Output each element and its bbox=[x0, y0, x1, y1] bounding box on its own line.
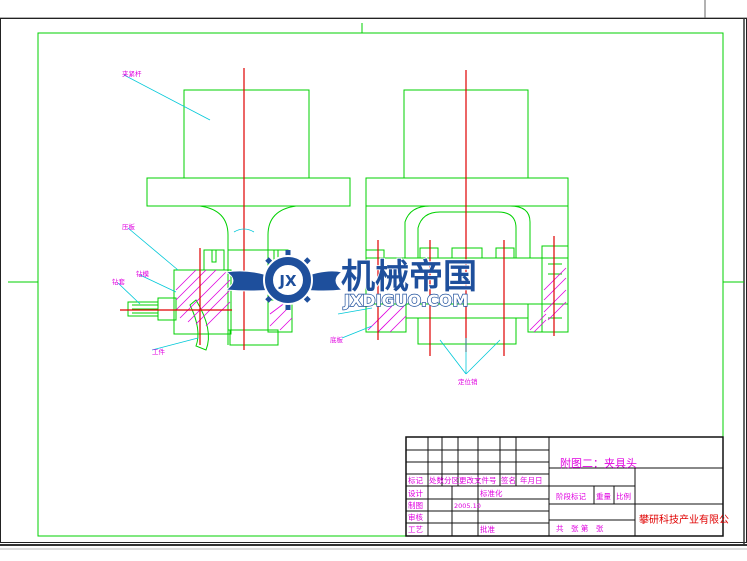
callout-label: 钻模 bbox=[136, 269, 150, 278]
tb-label-scale: 比例 bbox=[616, 491, 631, 501]
callout-label: 压板 bbox=[122, 222, 136, 231]
title-block-grid bbox=[405, 436, 724, 537]
watermark-name: 机械帝国 bbox=[341, 257, 477, 297]
left-view-leaders bbox=[117, 74, 255, 351]
right-view-centerlines bbox=[377, 70, 555, 356]
tb-label-process: 工艺 bbox=[408, 525, 423, 534]
callout-label: 钻套 bbox=[112, 277, 126, 286]
right-view-hatch bbox=[367, 267, 567, 333]
tb-label-standardize: 标准化 bbox=[480, 488, 503, 498]
tb-date-value: 2005.10 bbox=[454, 502, 481, 510]
callout-label: 定位销 bbox=[458, 377, 478, 386]
tb-label-approve: 批准 bbox=[480, 524, 495, 534]
drawing-frame bbox=[8, 23, 744, 537]
title-block: 标记 处数 分区 更改文件号 签名 年月日 设计 标准化 制图 2005.10 … bbox=[405, 436, 729, 537]
left-view-outline bbox=[127, 89, 351, 351]
right-view-leaders bbox=[337, 307, 501, 375]
tb-label-change-doc: 更改文件号 bbox=[459, 475, 497, 485]
tb-label-review: 审核 bbox=[408, 512, 423, 522]
tb-label-drawing: 制图 bbox=[408, 500, 423, 510]
tb-label-mark: 标记 bbox=[408, 475, 423, 485]
tb-label-stage: 阶段标记 bbox=[556, 491, 586, 501]
callout-label: 夹紧杆 bbox=[122, 69, 142, 78]
tb-sheet-label: 共 张 第 张 bbox=[556, 523, 604, 533]
watermark-logo: JX bbox=[224, 250, 344, 310]
tb-label-sign: 签名 bbox=[501, 475, 516, 485]
tb-label-design: 设计 bbox=[408, 488, 423, 498]
tb-label-date: 年月日 bbox=[520, 475, 543, 485]
logo-letters: JX bbox=[278, 272, 297, 290]
right-view-outline bbox=[365, 89, 569, 345]
callout-label: 工件 bbox=[152, 347, 166, 356]
callout-labels: 夹紧杆 压板 钻模 钻套 工件 底板 定位销 bbox=[112, 69, 478, 386]
left-view-centerlines bbox=[120, 68, 245, 350]
right-view bbox=[337, 70, 569, 375]
tb-label-weight: 重量 bbox=[596, 492, 611, 501]
watermark-domain: JXDIGUO.COM bbox=[343, 291, 468, 310]
drawing-title: 附图二：夹具头 bbox=[560, 456, 637, 470]
callout-label: 底板 bbox=[330, 335, 344, 344]
tb-label-zone: 分区 bbox=[444, 476, 459, 485]
company-name: 攀研科技产业有限公 bbox=[639, 513, 729, 526]
left-view bbox=[117, 68, 351, 351]
tb-label-count: 处数 bbox=[429, 475, 444, 485]
